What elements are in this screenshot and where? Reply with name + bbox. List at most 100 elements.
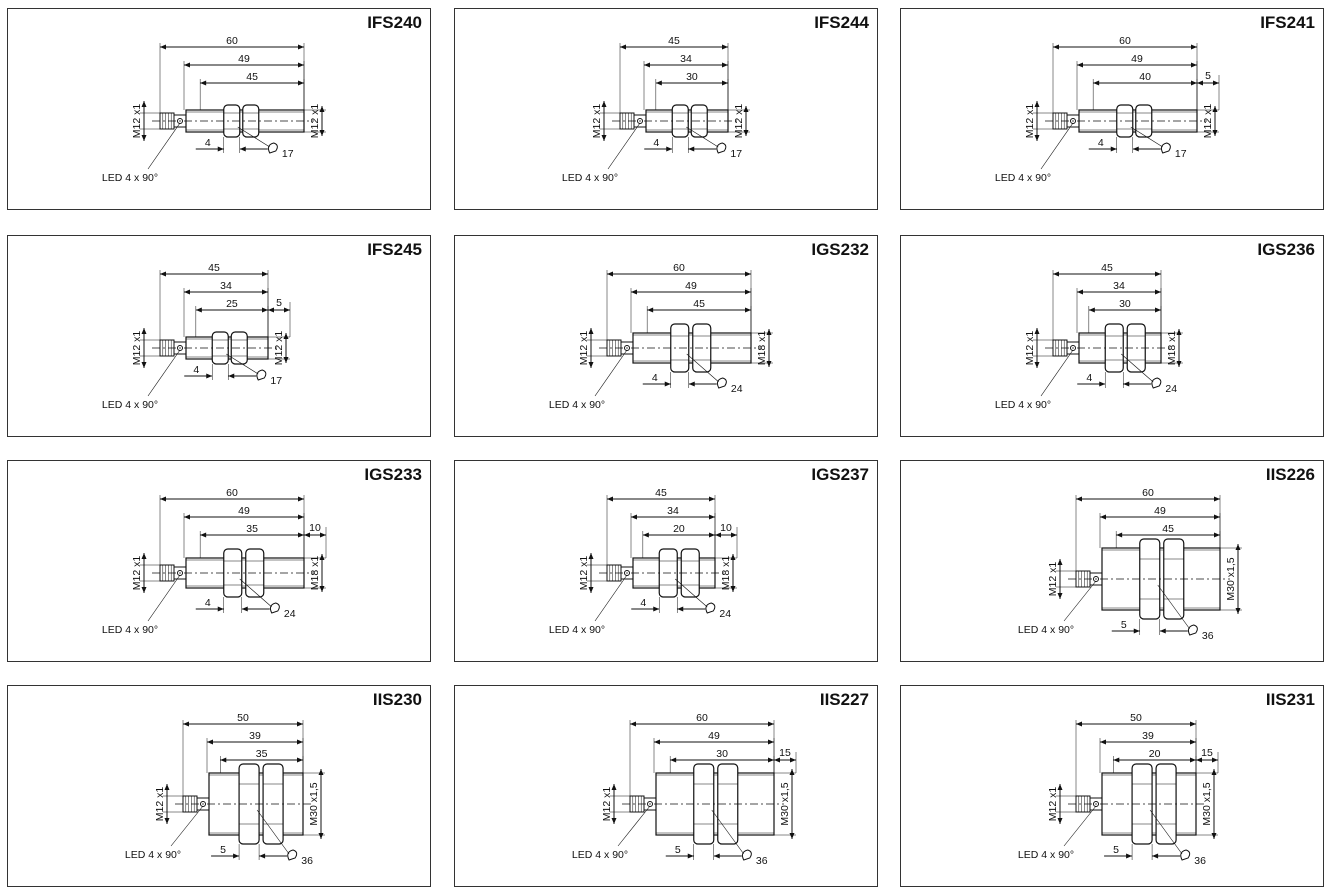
led-label: LED 4 x 90° <box>1018 849 1074 861</box>
dimension-line: 15 <box>774 747 797 773</box>
thread-left-label: M12 x1 <box>1024 331 1036 366</box>
thread-dimension: M12 x1 <box>728 104 750 138</box>
nut-dimension: 4 <box>195 597 270 613</box>
dimension-label: 34 <box>220 280 232 292</box>
panel-title: IGS236 <box>1257 240 1315 259</box>
thread-dimension: M18 x1 <box>304 554 326 592</box>
dimension-line: 45 <box>646 298 752 333</box>
dimension-label: 34 <box>680 53 692 65</box>
dimension-label: 49 <box>708 730 720 742</box>
dimension-label: 60 <box>673 262 685 274</box>
dimension-label: 60 <box>696 712 708 724</box>
wrench-icon <box>675 578 716 614</box>
led-callout: LED 4 x 90° <box>102 349 181 411</box>
dimension-label: 60 <box>1119 35 1131 47</box>
dimension-label: 50 <box>237 712 249 724</box>
panel-title: IFS240 <box>367 13 422 32</box>
dimension-line: 60 <box>159 35 305 113</box>
thread-dimension: M12 x1 <box>304 104 326 138</box>
dimension-line: 30 <box>655 71 729 110</box>
dimension-line: 49 <box>630 280 752 333</box>
dimension-label: 49 <box>1154 505 1166 517</box>
thread-right-label: M30 x1,5 <box>308 782 320 825</box>
dimension-label: 34 <box>667 505 679 517</box>
panel-title: IFS244 <box>814 13 869 32</box>
led-callout: LED 4 x 90° <box>549 574 628 636</box>
nut-dimension: 4 <box>1077 372 1152 388</box>
thread-dimension: M12 x1 <box>601 784 630 824</box>
thread-right-label: M30 x1,5 <box>1225 557 1237 600</box>
thread-dimension: M12 x1 <box>591 101 620 141</box>
dimension-label: 45 <box>1162 523 1174 535</box>
led-callout: LED 4 x 90° <box>995 122 1074 184</box>
panel-title: IIS227 <box>819 690 869 709</box>
nut-dimension: 4 <box>184 364 257 380</box>
dimension-line: 34 <box>183 280 269 337</box>
dimension-line: 15 <box>1196 747 1219 773</box>
nut-dimension-label: 4 <box>1086 372 1092 384</box>
nut-dimension: 5 <box>211 844 288 860</box>
dimension-line: 45 <box>619 35 729 113</box>
nut-dimension-label: 5 <box>220 844 226 856</box>
wrench-icon <box>1121 353 1162 389</box>
panel-title: IFS241 <box>1260 13 1315 32</box>
wrench-size-label: 36 <box>756 855 768 867</box>
thread-left-label: M12 x1 <box>1024 104 1036 139</box>
dimension-label: 45 <box>668 35 680 47</box>
led-callout: LED 4 x 90° <box>549 349 628 411</box>
thread-left-label: M12 x1 <box>578 331 590 366</box>
thread-right-label: M18 x1 <box>720 556 732 591</box>
dimension-line: 39 <box>206 730 304 773</box>
sensor-body-outline <box>606 323 752 373</box>
panel-title: IGS232 <box>811 240 869 259</box>
wrench-size-label: 36 <box>301 855 313 867</box>
dimension-label: 39 <box>249 730 261 742</box>
nut-dimension: 4 <box>1088 137 1161 153</box>
dimension-label: 10 <box>720 522 732 534</box>
dimension-line: 34 <box>643 53 729 110</box>
led-callout: LED 4 x 90° <box>572 805 651 861</box>
wrench-size-label: 24 <box>719 608 731 620</box>
panel-title: IFS245 <box>367 240 422 259</box>
thread-left-label: M12 x1 <box>1047 787 1059 822</box>
dimension-label: 40 <box>1139 71 1151 83</box>
led-label: LED 4 x 90° <box>102 399 158 411</box>
nut-dimension-label: 4 <box>652 372 658 384</box>
wrench-icon <box>711 809 752 861</box>
thread-left-label: M12 x1 <box>131 331 143 366</box>
thread-dimension: M12 x1 <box>578 328 607 368</box>
thread-dimension: M12 x1 <box>131 553 160 593</box>
dimension-line: 45 <box>1115 523 1221 548</box>
dimension-label: 39 <box>1142 730 1154 742</box>
dimension-label: 49 <box>238 53 250 65</box>
dimension-label: 49 <box>238 505 250 517</box>
nut-dimension-label: 5 <box>1113 844 1119 856</box>
led-label: LED 4 x 90° <box>549 624 605 636</box>
wrench-icon <box>256 809 298 861</box>
dimension-label: 35 <box>256 748 268 760</box>
nut-dimension: 4 <box>644 137 717 153</box>
thread-dimension: M30 x1,5 <box>1220 544 1242 614</box>
panel-title: IGS237 <box>811 465 869 484</box>
led-callout: LED 4 x 90° <box>1018 805 1097 861</box>
dimension-line: 60 <box>1052 35 1198 113</box>
dimension-label: 30 <box>1119 298 1131 310</box>
wrench-icon <box>226 353 267 381</box>
dimension-label: 60 <box>1142 487 1154 499</box>
thread-right-label: M12 x1 <box>1202 104 1214 139</box>
wrench-icon <box>686 353 727 389</box>
dimension-line: 20 <box>642 523 716 558</box>
dimension-label: 25 <box>226 298 238 310</box>
